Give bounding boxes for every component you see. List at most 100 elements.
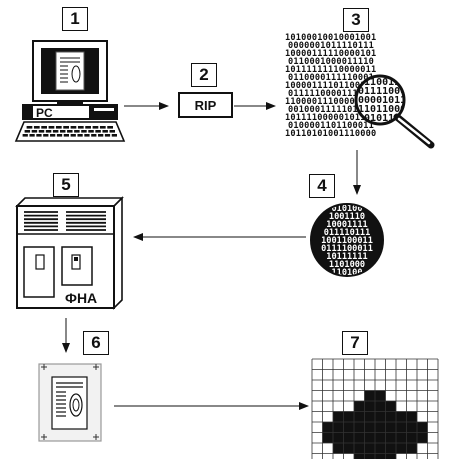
magnifying-glass-icon: 1011001101000010011110001111110000101111… xyxy=(352,74,442,149)
imagesetter-side xyxy=(113,196,123,310)
keyboard-key xyxy=(59,130,66,133)
imagesetter-machine xyxy=(15,196,124,310)
keyboard-key xyxy=(77,126,84,129)
keyboard-key xyxy=(55,126,62,129)
binary-row: 10110101001110000 xyxy=(285,129,376,139)
binary-data-field: 1010001001000100100000010111101111000011… xyxy=(285,33,376,139)
keyboard-key xyxy=(99,126,106,129)
binary-row: 11000011100001011 xyxy=(285,97,376,107)
pc-label: PC xyxy=(36,106,53,120)
keyboard-key xyxy=(41,126,47,129)
magnifier-rim xyxy=(354,74,406,126)
rip-label: RIP xyxy=(195,98,217,113)
keyboard-key xyxy=(98,134,104,137)
keyboard-key xyxy=(52,130,59,133)
keyboard-key xyxy=(77,134,83,137)
keyboard-key xyxy=(48,126,55,129)
magnified-bit-row: 000101101101111 xyxy=(352,113,442,124)
keyboard-key xyxy=(102,130,108,133)
keyboard-key xyxy=(91,134,97,137)
bit-circle-row: 011110111 xyxy=(324,228,371,238)
imagesetter-top xyxy=(15,197,124,207)
disk-drive-slot xyxy=(94,108,114,111)
keyboard-key xyxy=(88,130,94,133)
magnifier-lens-backdrop xyxy=(356,76,404,124)
monitor-page-lines xyxy=(60,57,80,83)
magnified-bit-row: 00111100011111 xyxy=(352,86,436,97)
rip-processor xyxy=(178,92,233,118)
magnified-bit-row: 101100110100001 xyxy=(352,77,442,88)
bit-circle-row: 010100 xyxy=(331,204,362,214)
bit-lens-circle: 0101001001110100011110111101111001100011… xyxy=(310,203,384,278)
keyboard-key xyxy=(63,134,69,137)
binary-row: 0110001000011110 xyxy=(288,57,374,67)
keyboard-keys xyxy=(22,126,117,137)
keyboard-key xyxy=(38,130,45,133)
monitor-stand xyxy=(57,101,83,104)
imagesetter-label: ФНА xyxy=(65,290,97,306)
imagesetter-vents xyxy=(24,211,106,231)
imagesetter-indicator-light xyxy=(74,257,78,261)
magnifier-handle-highlight xyxy=(397,117,431,145)
bit-circle-row: 1001100011 xyxy=(321,236,373,246)
bit-circle-row: 0111100011 xyxy=(321,244,373,254)
step-number-6: 6 xyxy=(83,331,109,355)
keyboard-key xyxy=(109,130,115,133)
rip-box xyxy=(178,92,233,118)
binary-row: 10000111110000101 xyxy=(285,49,376,59)
step-number-1: 1 xyxy=(62,7,88,31)
keyboard-key xyxy=(56,134,63,137)
binary-row: 10100010010001001 xyxy=(285,33,376,43)
bit-circle-rim xyxy=(310,203,384,277)
keyboard-key xyxy=(63,126,69,129)
bit-circle-row: 10001111 xyxy=(326,220,367,230)
magnified-bit-row: 11101100001000 xyxy=(352,104,436,115)
imagesetter-indicator-left xyxy=(35,254,45,270)
film-page-lines xyxy=(56,382,83,417)
keyboard-key xyxy=(26,126,33,129)
magnified-bit-row: 100001011110000 xyxy=(352,95,442,106)
keyboard-key xyxy=(84,134,90,137)
binary-row: 10111111110000011 xyxy=(285,65,376,75)
step-number-3: 3 xyxy=(343,8,369,32)
computer-workstation xyxy=(14,40,126,142)
binary-row: 10111100000101101 xyxy=(285,113,376,123)
bit-circle-digits: 0101001001110100011110111101111001100011… xyxy=(321,204,373,278)
keyboard-key xyxy=(74,130,80,133)
keyboard-key xyxy=(24,130,31,133)
keyboard-key xyxy=(43,134,49,137)
step-number-4: 4 xyxy=(309,174,335,198)
registration-marks xyxy=(41,364,99,440)
bit-circle-row: 1101000 xyxy=(329,260,365,270)
binary-row: 10000111101100110 xyxy=(285,81,376,91)
bit-circle-row: 10111111 xyxy=(326,252,367,262)
keyboard-key xyxy=(22,134,28,137)
bit-circle-background xyxy=(311,204,383,276)
step-number-5: 5 xyxy=(53,173,79,197)
keyboard-key xyxy=(95,130,101,133)
binary-row: 0000001011110111 xyxy=(288,41,374,51)
keyboard-key xyxy=(45,130,52,133)
bit-circle-row: 110100 xyxy=(331,268,362,278)
binary-row: 0110000111110001 xyxy=(288,73,374,83)
binary-row: 0100001101100011 xyxy=(288,121,374,131)
monitor-page-image xyxy=(71,65,81,83)
system-unit-label-box xyxy=(33,106,89,118)
keyboard-key xyxy=(36,134,42,137)
keyboard-key xyxy=(50,134,56,137)
keyboard-key xyxy=(85,126,91,129)
keyboard-key xyxy=(70,134,76,137)
step-number-7: 7 xyxy=(342,331,368,355)
flow-arrows xyxy=(62,102,361,410)
keyboard-key xyxy=(70,126,77,129)
keyboard-key xyxy=(31,130,38,133)
binary-row: 0010001111101100 xyxy=(288,105,374,115)
imagesetter-indicator-right xyxy=(71,254,81,270)
step-number-2: 2 xyxy=(191,63,217,87)
keyboard-key xyxy=(92,126,99,129)
keyboard-key xyxy=(104,134,111,137)
keyboard-key xyxy=(33,126,40,129)
keyboard-key xyxy=(29,134,35,137)
